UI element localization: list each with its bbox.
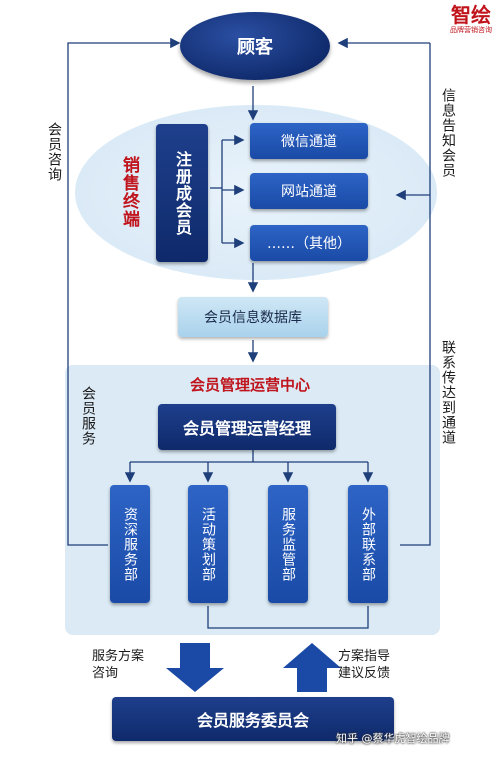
dept-service-supervision: 服务监管部 [268, 485, 308, 603]
database-node: 会员信息数据库 [178, 297, 328, 337]
channel-other: ……（其他） [250, 225, 368, 261]
database-label: 会员信息数据库 [204, 310, 302, 326]
down-arrow [166, 643, 224, 692]
brand-logo: 智绘 品牌营销咨询 [446, 4, 496, 35]
dept-senior-service: 资深服务部 [110, 485, 150, 603]
label-contact-channel: 联系传达到通道 [440, 340, 456, 445]
committee-label: 会员服务委员会 [196, 711, 309, 730]
ops-center-title: 会员管理运营中心 [189, 376, 310, 394]
channel-website: 网站通道 [250, 173, 368, 209]
ops-manager-node: 会员管理运营经理 [158, 404, 336, 450]
label-service-plan: 服务方案 咨询 [92, 649, 145, 681]
dept-service-supervision-label: 服务监管部 [280, 506, 296, 582]
dept-external-liaison-label: 外部联系部 [360, 506, 376, 582]
customer-node: 顾客 [180, 12, 330, 80]
committee-node: 会员服务委员会 [112, 697, 394, 741]
label-member-consult: 会员咨询 [46, 122, 62, 182]
label-info-notify: 信息告知会员 [440, 88, 456, 178]
channel-wechat: 微信通道 [250, 123, 368, 159]
dept-external-liaison: 外部联系部 [348, 485, 388, 603]
brand-name: 智绘 [451, 3, 491, 27]
watermark: 知乎 @蔡华虎智绘品牌 [336, 732, 450, 745]
ops-manager-label: 会员管理运营经理 [182, 419, 311, 438]
channel-website-label: 网站通道 [281, 184, 337, 200]
customer-label: 顾客 [237, 37, 273, 58]
register-node: 注册成会员 [156, 124, 208, 262]
dept-event-planning: 活动策划部 [188, 485, 228, 603]
channel-wechat-label: 微信通道 [281, 134, 337, 150]
sales-terminal-label: 销售终端 [119, 156, 139, 228]
channel-other-label: ……（其他） [267, 236, 351, 252]
brand-tagline: 品牌营销咨询 [450, 26, 492, 34]
dept-senior-service-label: 资深服务部 [122, 506, 138, 582]
register-label: 注册成会员 [173, 150, 192, 236]
label-member-service: 会员服务 [80, 386, 96, 446]
dept-event-planning-label: 活动策划部 [200, 506, 216, 582]
up-arrow [283, 643, 341, 692]
label-plan-feedback: 方案指导 建议反馈 [338, 649, 391, 681]
